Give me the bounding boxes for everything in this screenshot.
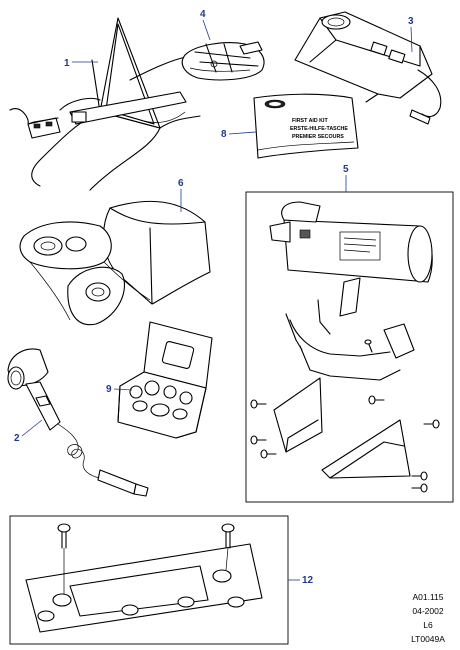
first-aid-kit-line2: ERSTE-HILFE-TASCHE [290,126,348,132]
svg-text:1: 1 [64,58,70,69]
warning-triangle [9,17,201,191]
reference-variant: L6 [423,620,433,630]
svg-text:8: 8 [221,129,227,140]
tool-kit [181,41,265,81]
callout-1: 1 [64,58,98,69]
svg-text:9: 9 [106,384,112,395]
callout-6: 6 [178,178,184,212]
svg-text:3: 3 [408,16,414,27]
air-compressor [294,11,442,125]
callout-12: 12 [288,575,314,586]
callout-2: 2 [14,419,43,444]
screw-icon [57,523,235,594]
reference-drawing: LT0049A [411,634,445,644]
first-aid-kit-line3: PREMIER SECOURS [292,134,344,140]
svg-text:6: 6 [178,178,184,189]
svg-text:2: 2 [14,433,20,444]
svg-text:4: 4 [200,9,206,20]
mounting-plate-assembly [9,515,289,645]
bulb-kit [117,321,213,439]
hand-lamp [7,348,149,497]
callout-8: 8 [221,129,257,140]
fire-extinguisher-assembly [245,191,454,503]
first-aid-kit-line1: FIRST AID KIT [292,118,328,124]
callout-4: 4 [200,9,211,41]
svg-text:5: 5 [343,164,349,175]
callout-5: 5 [343,164,349,192]
svg-text:12: 12 [302,575,314,586]
screw-icon [250,339,440,493]
reference-code: A01.115 [412,592,444,602]
callout-3: 3 [408,16,414,53]
callout-9: 9 [106,384,133,395]
first-aid-kit: FIRST AID KIT ERSTE-HILFE-TASCHE PREMIER… [253,93,359,159]
tool-bag [19,200,211,326]
reference-date: 04-2002 [412,606,444,616]
